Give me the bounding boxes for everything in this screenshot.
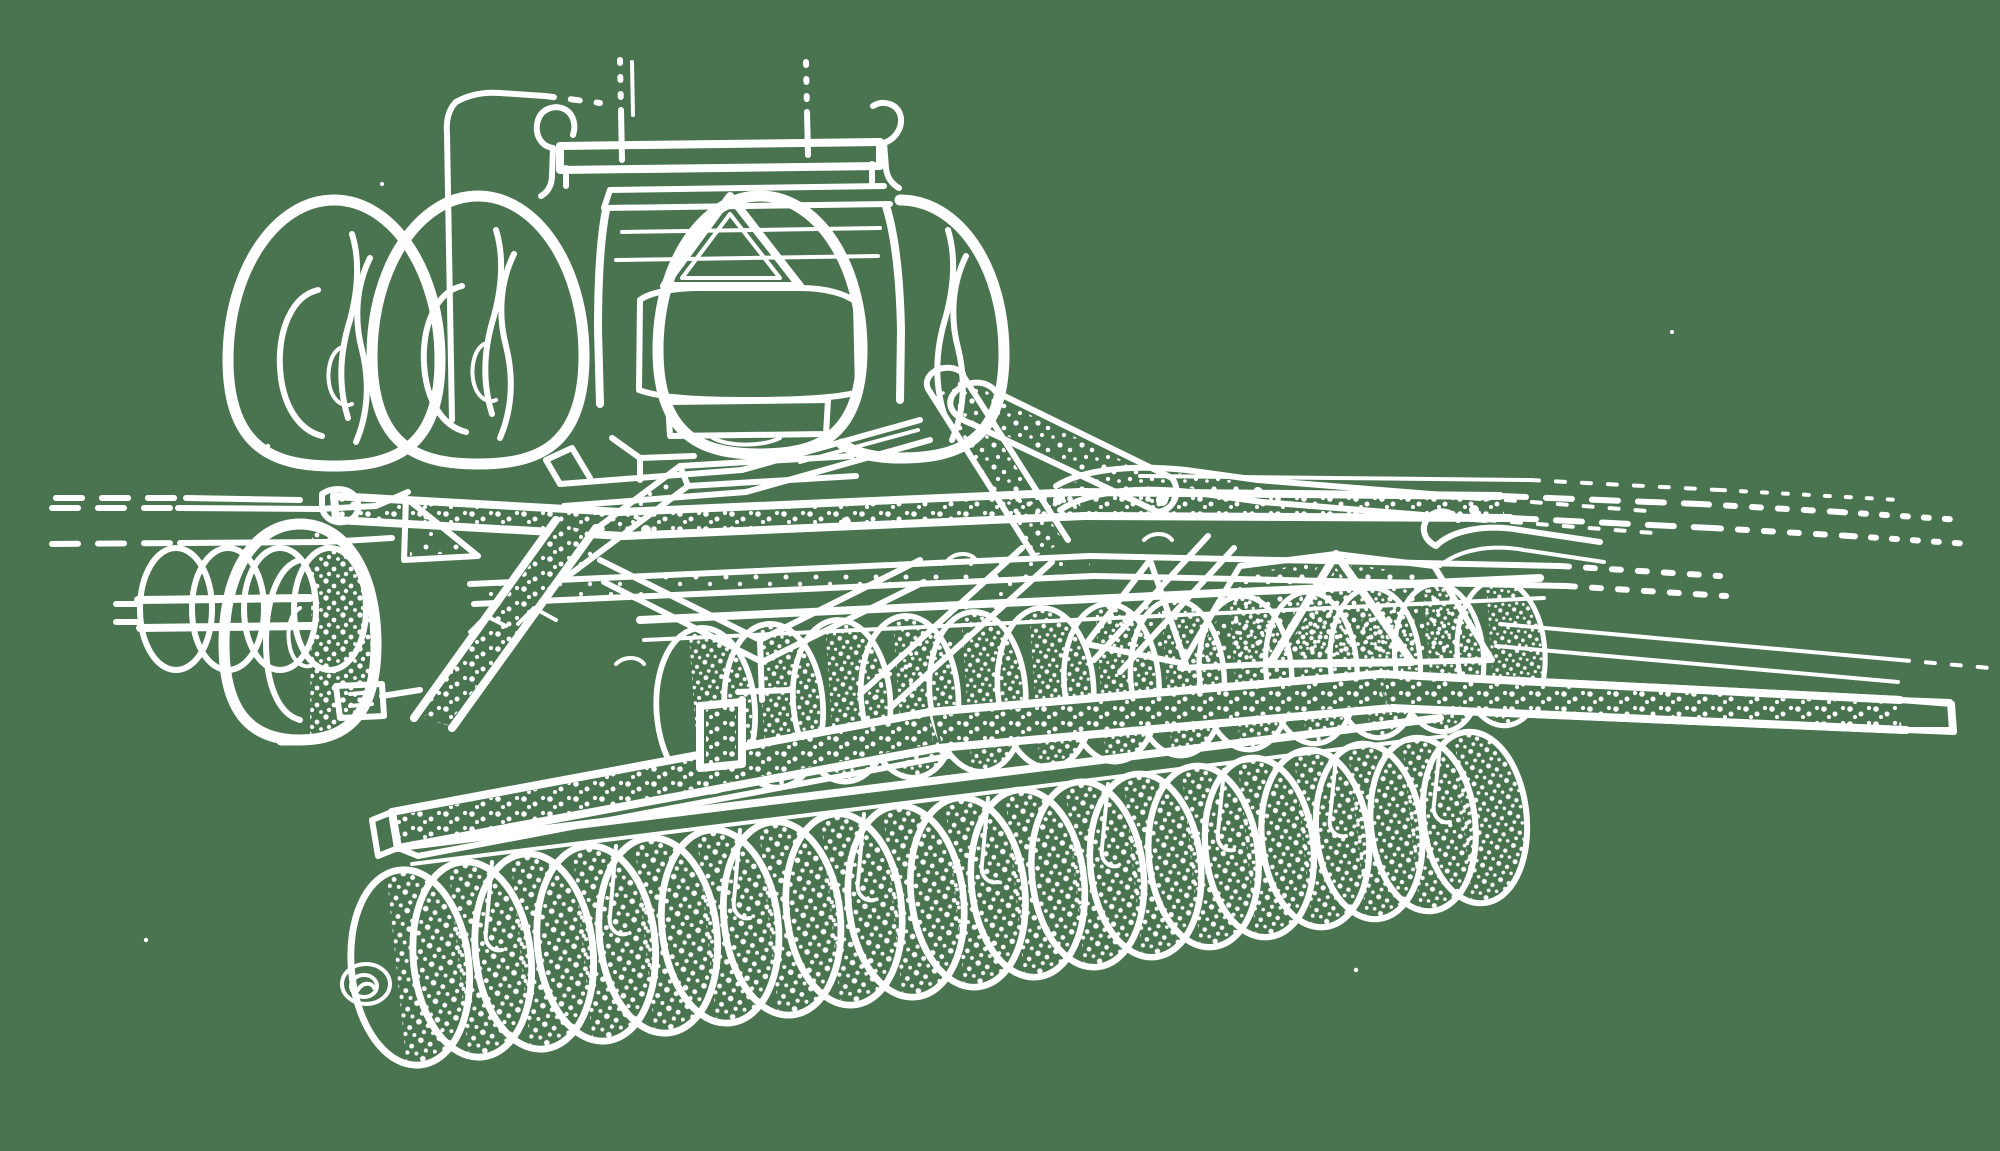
roof-hook-left — [533, 104, 578, 199]
cab-roof-bar — [556, 138, 884, 189]
wing-frame-right — [1053, 464, 1668, 568]
cab-rear-panel — [601, 183, 893, 262]
smv-emblem — [660, 192, 804, 290]
hydraulic-cylinder — [543, 364, 1180, 559]
rear-dual-wheel-right-inner — [652, 190, 868, 460]
exhaust-stack — [617, 57, 635, 163]
rear-dual-wheel-left-outer — [222, 194, 446, 472]
transport-wheel — [218, 518, 423, 746]
tractor-body — [222, 57, 1010, 483]
fittings — [468, 487, 1479, 666]
rear-dual-wheel-left-inner — [366, 190, 590, 470]
roof-hook-right — [870, 99, 904, 191]
gang-bolt-shaft — [340, 962, 392, 1006]
air-intake-stack — [803, 59, 811, 158]
front-disc-gang — [636, 574, 1553, 798]
background-specks — [143, 182, 1674, 973]
wing-frame-left — [557, 453, 859, 579]
mirror-arm — [443, 89, 603, 423]
scraper-bracket — [483, 744, 1452, 953]
